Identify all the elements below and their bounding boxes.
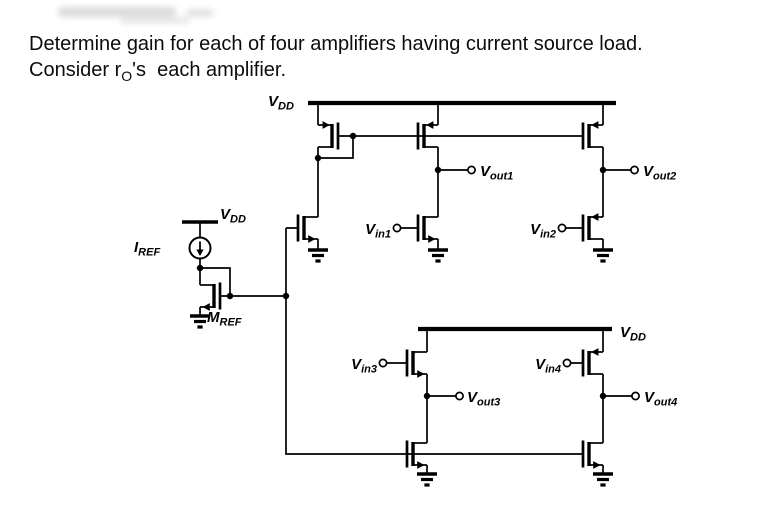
- vin1-label: Vin1: [365, 221, 391, 241]
- vin3-label: Vin3: [351, 356, 377, 376]
- vin2-label: Vin2: [530, 221, 556, 241]
- ground-symbol: [593, 248, 613, 263]
- problem-line1: Determine gain for each of four amplifie…: [29, 33, 643, 55]
- vout3-label: Vout3: [467, 389, 500, 409]
- problem-line2: Consider rO's each amplifier.: [29, 59, 287, 84]
- junction-dot: [226, 292, 234, 300]
- vin4-label: Vin4: [535, 356, 561, 376]
- vin1-terminal: [392, 223, 402, 233]
- mref-label: MREF: [207, 309, 242, 329]
- nmos-input-amp3: [405, 349, 427, 378]
- p-source-arrow: [322, 121, 330, 129]
- junction-dot: [314, 154, 322, 162]
- vdd-bottom-label: VDD: [620, 324, 646, 344]
- vin3-terminal: [378, 358, 388, 368]
- junction-dot: [196, 264, 204, 272]
- pmos-input-amp4: [581, 348, 603, 377]
- n-source-arrow: [202, 303, 210, 311]
- nmos-sink-amp4: [581, 440, 603, 469]
- iref-current-source: [188, 236, 212, 260]
- junction-dot: [423, 392, 431, 400]
- n-source-arrow: [417, 461, 425, 469]
- n-source-arrow: [308, 235, 316, 243]
- current-arrow-down: [196, 249, 204, 256]
- n-source-arrow: [417, 370, 425, 378]
- vout2-label: Vout2: [643, 163, 676, 183]
- nmos-sink-amp3: [405, 440, 427, 469]
- pmos-load-amp1: [416, 121, 438, 150]
- erased-text-smudge: [120, 17, 190, 24]
- ground-symbol: [593, 472, 613, 487]
- p-source-arrow: [591, 213, 599, 221]
- vout2-terminal: [630, 165, 639, 175]
- erased-text-smudge: [58, 7, 176, 17]
- nmos-mirror-top: [296, 214, 318, 243]
- pmos-diode-mirror: [318, 121, 340, 150]
- ground-symbol: [428, 248, 448, 263]
- vout4-label: Vout4: [644, 389, 677, 409]
- n-source-arrow: [428, 235, 436, 243]
- wires: [199, 103, 632, 474]
- ground-symbol: [308, 248, 328, 263]
- junction-dot: [282, 292, 290, 300]
- nmos-mref: [200, 282, 222, 311]
- vin2-terminal: [557, 223, 567, 233]
- ground-symbol: [190, 314, 210, 329]
- n-source-arrow: [593, 461, 601, 469]
- p-source-arrow: [426, 121, 434, 129]
- vout3-terminal: [455, 391, 464, 401]
- junction-dot: [599, 166, 607, 174]
- junction-dot: [599, 392, 607, 400]
- vdd-mid-label: VDD: [220, 206, 246, 226]
- vdd-top-label: VDD: [268, 93, 294, 113]
- vin4-terminal: [562, 358, 572, 368]
- problem-statement: Determine gain for each of four amplifie…: [29, 31, 769, 83]
- junction-dot: [349, 132, 357, 140]
- p-source-arrow: [591, 348, 599, 356]
- iref-label: IREF: [134, 239, 160, 259]
- erased-text-smudge: [186, 9, 214, 17]
- p-source-arrow: [591, 121, 599, 129]
- nmos-input-amp1: [416, 214, 438, 243]
- vout4-terminal: [631, 391, 640, 401]
- pmos-load-amp2: [581, 121, 603, 150]
- ground-symbol: [417, 472, 437, 487]
- vout1-terminal: [467, 165, 476, 175]
- vout1-label: Vout1: [480, 163, 513, 183]
- junction-dot: [434, 166, 442, 174]
- pmos-input-amp2: [581, 213, 603, 242]
